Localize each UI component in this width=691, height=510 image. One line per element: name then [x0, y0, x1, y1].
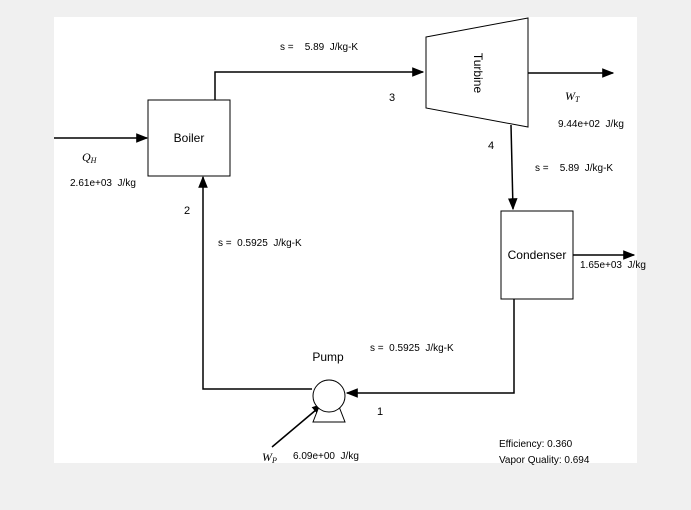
state-2-label: 2 — [184, 205, 190, 217]
boiler: Boiler — [147, 99, 231, 177]
turbine-shape — [425, 17, 529, 128]
entropy-state-2: s = 0.5925 J/kg-K — [218, 238, 302, 249]
boiler-label: Boiler — [174, 131, 205, 145]
boiler-box — [147, 99, 231, 177]
pump-work-arrow — [271, 403, 324, 448]
qh-value: 2.61e+03 J/kg — [70, 178, 136, 189]
pump-circle — [312, 379, 346, 413]
pump-work-label: WP 6.09e+00 J/kg — [262, 450, 359, 465]
turbine-label: Turbine — [471, 53, 485, 94]
pump-to-boiler-line — [198, 175, 312, 390]
condenser-label: Condenser — [508, 248, 567, 262]
entropy-state-3: s = 5.89 J/kg-K — [280, 42, 358, 53]
efficiency-text: Efficiency: 0.360 — [499, 439, 573, 450]
wp-symbol: WP — [262, 450, 277, 465]
state-3-label: 3 — [389, 92, 395, 104]
condenser-heat-value: 1.65e+03 J/kg — [580, 260, 646, 271]
condenser-box — [500, 210, 574, 300]
qh-symbol: QH — [82, 150, 98, 165]
boiler-to-turbine-line — [214, 67, 425, 100]
condenser: Condenser — [500, 210, 574, 300]
state-1-label: 1 — [377, 406, 383, 418]
heat-input-label: QH 2.61e+03 J/kg — [70, 150, 136, 189]
wt-value: 9.44e+02 J/kg — [558, 119, 624, 130]
pump: Pump — [312, 350, 346, 423]
wt-symbol: WT — [565, 89, 580, 104]
entropy-state-4: s = 5.89 J/kg-K — [535, 163, 613, 174]
pump-label: Pump — [312, 350, 344, 364]
wp-value: 6.09e+00 J/kg — [293, 451, 359, 462]
state-4-label: 4 — [488, 140, 494, 152]
turbine-to-condenser-line — [507, 124, 518, 211]
entropy-state-1: s = 0.5925 J/kg-K — [370, 343, 454, 354]
turbine-work-label: WT 9.44e+02 J/kg — [558, 89, 624, 130]
vapor-quality-text: Vapor Quality: 0.694 — [499, 455, 590, 466]
turbine: Turbine — [425, 17, 529, 128]
flow-lines — [54, 67, 636, 448]
condenser-to-pump-line — [345, 299, 515, 398]
